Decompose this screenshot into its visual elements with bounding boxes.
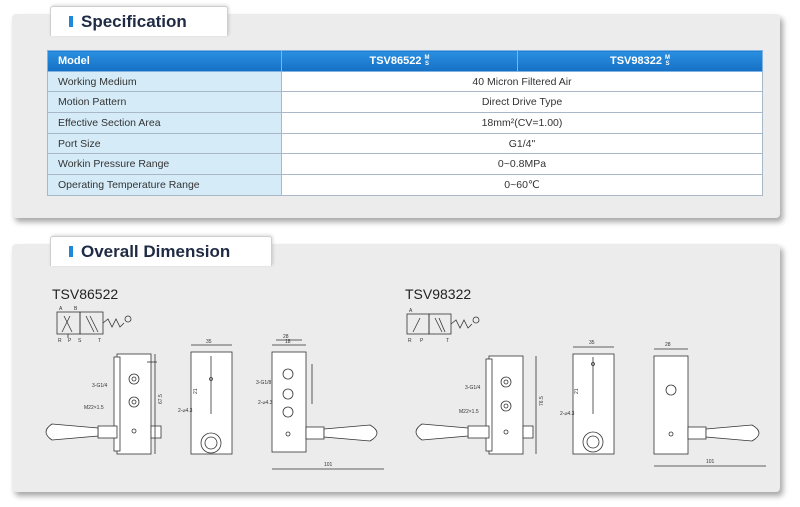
row-label: Motion Pattern [47,91,282,114]
title-accent-bar [69,246,73,257]
thread-label-right: M22×1.5 [459,409,479,415]
holes-label-right: 2-⌀4.3 [560,411,575,417]
width-label-28-left: 28 [283,334,289,340]
side-view-left [190,344,233,455]
symbol-label-a: A [59,306,63,312]
overall-dimension-panel: Overall Dimension TSV86522 TSV98322 A B … [12,236,780,492]
thread-label-left: M22×1.5 [84,405,104,411]
symbol-label-b: B [74,306,78,312]
front-view-right [415,355,537,455]
row-label: Working Medium [47,70,282,93]
holes-label-left: 2-⌀4.3 [178,408,193,414]
row-value: G1/4" [281,132,763,155]
port-label-left: 3-G1/4 [92,383,108,389]
length-label-right: 101 [706,459,715,465]
row-label: Operating Temperature Range [47,174,282,196]
model-column-header: Model [47,50,282,72]
dimension-drawings: A B R P S T 3-G1/4 [45,306,766,470]
row-value: 40 Micron Filtered Air [281,70,763,93]
symbol-label-r: R [58,338,62,344]
width-label-18-left: 18 [285,339,291,345]
valve-symbol-left [56,311,132,338]
title-accent-bar [69,16,73,27]
suffix-m: M [664,54,670,61]
height-label-left: 67.5 [158,394,164,404]
row-value: Direct Drive Type [281,91,763,114]
specification-title-tab: Specification [50,6,228,36]
port-label-b-left: 3-G1/8 [256,380,272,386]
suffix-s: S [665,60,670,67]
model-label-left: TSV86522 [52,286,119,302]
model-tsv86522-name: TSV86522 [369,54,422,67]
height-21-right: 21 [574,388,580,394]
row-label: Effective Section Area [47,112,282,134]
symbol-label-s: S [78,338,82,344]
height-21-left: 21 [193,388,199,394]
suffix-m: M [424,54,430,61]
row-value: 0~0.8MPa [281,153,763,176]
width-label-35-left: 35 [206,339,212,345]
holes-label-left-2: 2-⌀4.3 [258,400,273,406]
symbol-label-a-right: A [409,308,413,314]
height-label-right: 76.5 [539,396,545,406]
row-value: 18mm²(CV=1.00) [281,112,763,134]
model-label-right: TSV98322 [405,286,472,302]
top-view-right [653,348,766,467]
symbol-label-t-right: T [446,338,449,344]
port-label-right: 3-G1/4 [465,385,481,391]
symbol-label-r-right: R [408,338,412,344]
row-value: 0~60℃ [281,174,763,196]
specification-title: Specification [81,11,187,31]
symbol-label-t: T [98,338,101,344]
front-view-left [45,353,162,455]
length-label-left: 101 [324,462,333,468]
symbol-label-p-right: P [420,338,424,344]
row-label: Port Size [47,132,282,155]
width-label-35-right: 35 [589,340,595,346]
dimension-title-tab: Overall Dimension [50,236,272,266]
top-view-left [271,339,384,470]
suffix-s: S [424,60,429,67]
symbol-label-p: P [68,338,72,344]
valve-symbol-right [406,313,480,335]
dimension-title: Overall Dimension [81,241,231,261]
row-label: Workin Pressure Range [47,153,282,176]
width-label-28-right: 28 [665,342,671,348]
side-view-right [572,346,615,455]
model-tsv98322-name: TSV98322 [610,54,662,67]
